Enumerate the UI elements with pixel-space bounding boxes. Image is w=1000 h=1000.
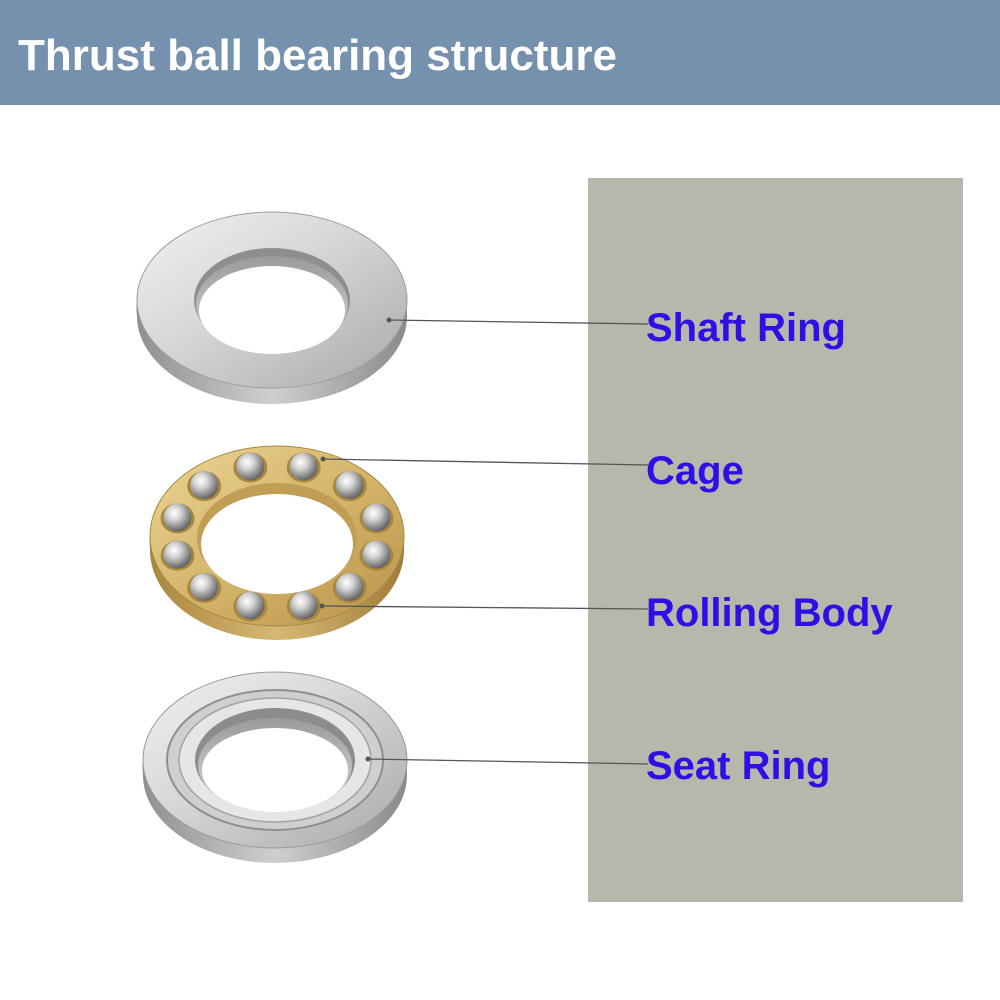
label-seat-ring: Seat Ring — [646, 744, 831, 788]
leader-line-cage — [322, 458, 649, 466]
steel-ball — [190, 471, 219, 500]
title-bar: Thrust ball bearing structure — [0, 0, 1000, 105]
steel-ball — [236, 591, 265, 620]
leader-line-seat-ring — [367, 758, 649, 765]
cage — [149, 445, 405, 640]
steel-ball — [335, 572, 364, 601]
label-panel — [588, 178, 963, 902]
leader-dot-shaft-ring — [386, 317, 392, 323]
leader-dot-cage — [320, 456, 326, 462]
leader-dot-rolling-body — [319, 603, 325, 609]
steel-ball — [236, 452, 265, 481]
shaft-ring — [136, 211, 408, 404]
steel-ball — [289, 452, 318, 481]
page-title: Thrust ball bearing structure — [18, 31, 617, 80]
steel-ball — [163, 540, 192, 569]
leader-line-rolling-body — [321, 605, 649, 610]
label-rolling-body: Rolling Body — [646, 591, 893, 635]
steel-ball — [190, 572, 219, 601]
leader-line-shaft-ring — [388, 319, 649, 325]
seat-ring — [142, 671, 408, 863]
steel-ball — [362, 503, 391, 532]
rolling-body — [160, 452, 394, 622]
leader-dot-seat-ring — [365, 756, 371, 762]
label-shaft-ring: Shaft Ring — [646, 306, 846, 350]
leader-dots — [319, 317, 392, 762]
steel-ball — [289, 591, 318, 620]
steel-ball — [335, 471, 364, 500]
steel-ball — [362, 540, 391, 569]
label-cage: Cage — [646, 449, 744, 493]
steel-ball — [163, 503, 192, 532]
leader-lines — [321, 319, 649, 765]
